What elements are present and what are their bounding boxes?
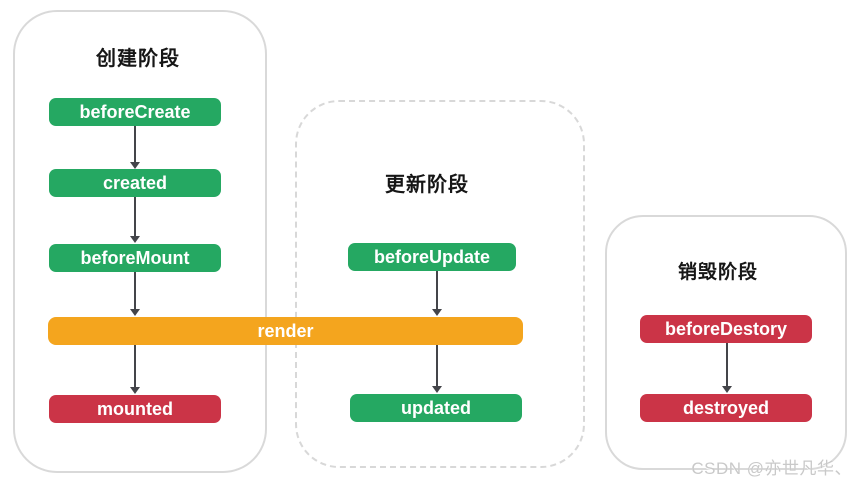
lifecycle-node-beforeupdate: beforeUpdate [348, 243, 516, 271]
lifecycle-node-beforemount: beforeMount [49, 244, 221, 272]
render-bar: render [48, 317, 523, 345]
lifecycle-node-beforedestory: beforeDestory [640, 315, 812, 343]
stage-title-creation: 创建阶段 [96, 48, 180, 70]
stage-title-update: 更新阶段 [385, 174, 469, 196]
flow-arrow-beforedestory-destroyed [722, 343, 732, 393]
flow-arrow-render-updated [432, 345, 442, 393]
flow-arrow-render-mounted [130, 345, 140, 394]
stage-title-destroy: 销毁阶段 [677, 262, 758, 283]
flow-arrow-beforecreate-created [130, 126, 140, 169]
lifecycle-node-created: created [49, 169, 221, 197]
flow-arrow-created-beforemount [130, 197, 140, 243]
csdn-watermark: CSDN @亦世凡华、 [691, 459, 852, 478]
lifecycle-node-mounted: mounted [49, 395, 221, 423]
flow-arrow-beforemount-render [130, 272, 140, 316]
flow-arrow-beforeupdate-render [432, 271, 442, 316]
lifecycle-node-updated: updated [350, 394, 522, 422]
lifecycle-node-beforecreate: beforeCreate [49, 98, 221, 126]
lifecycle-node-destroyed: destroyed [640, 394, 812, 422]
